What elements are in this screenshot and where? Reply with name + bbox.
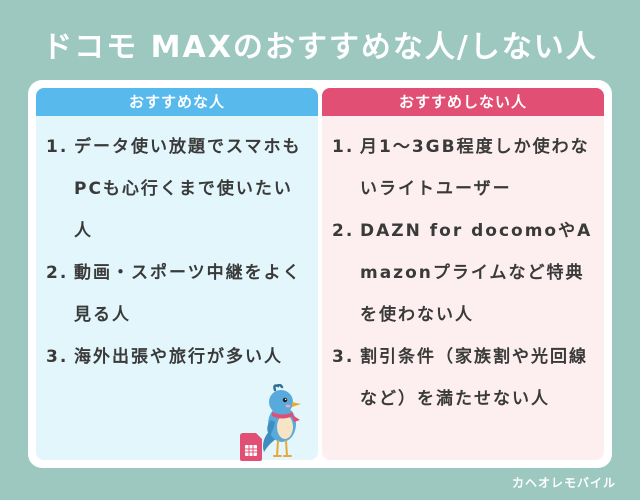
comparison-card: おすすめな人 1. データ使い放題でスマホもPCも心行くまで使いたい人 2. 動… [28,80,612,468]
item-text: 月1〜3GB程度しか使わないライトユーザー [360,137,590,199]
bird-mascot-icon [263,384,301,457]
item-number: 2. [332,221,355,241]
item-number: 2. [46,263,69,283]
sim-card-icon [240,433,262,461]
item-number: 1. [46,137,69,157]
not-recommended-list: 1. 月1〜3GB程度しか使わないライトユーザー 2. DAZN for doc… [322,116,604,420]
item-text: データ使い放題でスマホもPCも心行くまで使いたい人 [74,137,302,241]
item-text: DAZN for docomoやAmazonプライムなど特典を使わない人 [360,221,593,325]
item-text: 海外出張や旅行が多い人 [74,347,283,367]
list-item: 3. 割引条件（家族割や光回線など）を満たせない人 [332,336,594,420]
list-item: 1. 月1〜3GB程度しか使わないライトユーザー [332,126,594,210]
list-item: 2. 動画・スポーツ中継をよく見る人 [46,252,308,336]
not-recommended-column: おすすめしない人 1. 月1〜3GB程度しか使わないライトユーザー 2. DAZ… [322,88,604,460]
recommended-list: 1. データ使い放題でスマホもPCも心行くまで使いたい人 2. 動画・スポーツ中… [36,116,318,378]
list-item: 1. データ使い放題でスマホもPCも心行くまで使いたい人 [46,126,308,252]
page-title: ドコモ MAXのおすすめな人/しない人 [42,30,598,65]
recommended-heading: おすすめな人 [36,88,318,116]
list-item: 3. 海外出張や旅行が多い人 [46,336,308,378]
item-number: 3. [332,347,355,367]
item-text: 割引条件（家族割や光回線など）を満たせない人 [360,347,588,409]
item-number: 1. [332,137,355,157]
list-item: 2. DAZN for docomoやAmazonプライムなど特典を使わない人 [332,210,594,336]
site-credit: カヘオレモバイル [511,476,616,490]
not-recommended-heading: おすすめしない人 [322,88,604,116]
item-number: 3. [46,347,69,367]
item-text: 動画・スポーツ中継をよく見る人 [74,263,302,325]
recommended-column: おすすめな人 1. データ使い放題でスマホもPCも心行くまで使いたい人 2. 動… [36,88,318,460]
